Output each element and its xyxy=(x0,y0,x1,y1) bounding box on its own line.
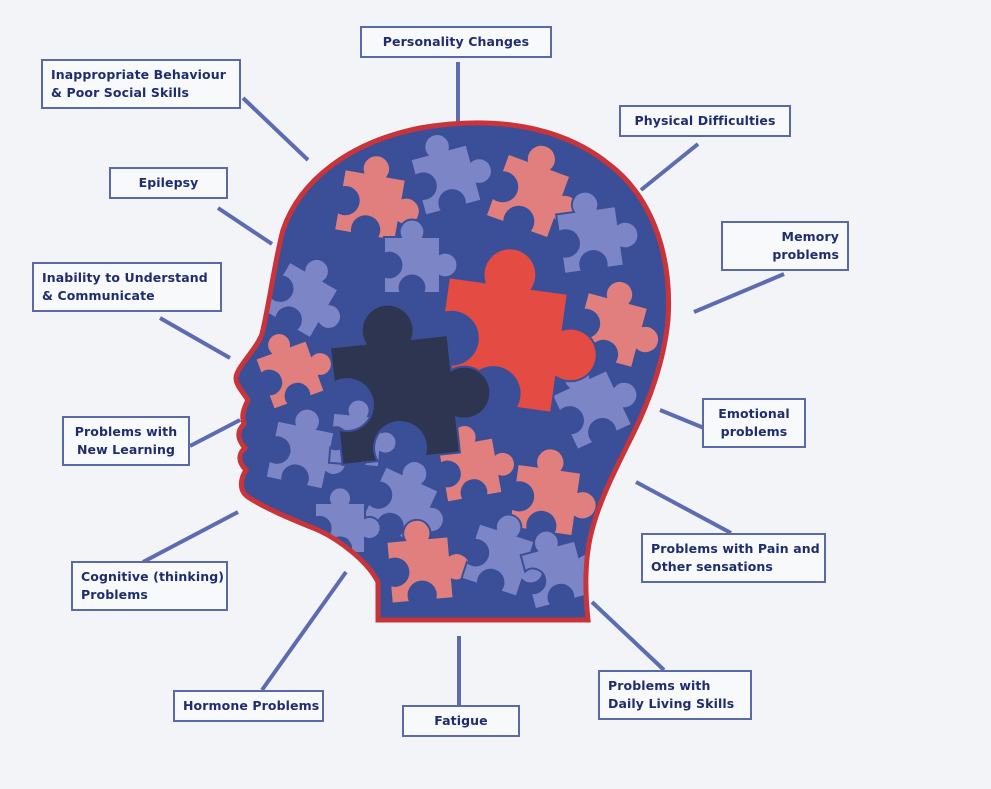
puzzle-pieces xyxy=(254,133,661,611)
label-physical-difficulties: Physical Difficulties xyxy=(619,105,791,138)
label-physical-line-1: Physical Difficulties xyxy=(634,113,776,128)
label-epilepsy: Epilepsy xyxy=(109,167,228,200)
connector-cognitive xyxy=(142,510,239,564)
label-inability-line-2: & Communicate xyxy=(42,288,155,304)
label-emotional-line-2: problems xyxy=(720,424,788,440)
puzzle-piece-4 xyxy=(554,190,640,276)
label-fatigue-line-1: Fatigue xyxy=(434,713,488,728)
label-hormone-line-1: Hormone Problems xyxy=(183,698,320,713)
label-new-learning-line-1: Problems with xyxy=(74,424,178,439)
label-inability-line-1: Inability to Understand xyxy=(42,270,208,285)
label-inappropriate-line-2: & Poor Social Skills xyxy=(51,85,190,101)
label-emotional-problems: Emotional problems xyxy=(702,398,806,449)
label-personality-line-1: Personality Changes xyxy=(382,34,530,49)
label-personality-changes: Personality Changes xyxy=(360,26,552,59)
label-cognitive-line-1: Cognitive (thinking) xyxy=(81,569,225,584)
puzzle-piece-14 xyxy=(385,518,472,605)
connector-lines xyxy=(142,62,785,706)
label-daily-living-skills: Problems with Daily Living Skills xyxy=(598,670,752,721)
label-hormone-problems: Hormone Problems xyxy=(173,690,324,723)
connector-epilepsy xyxy=(216,206,274,246)
puzzle-piece-11 xyxy=(507,447,598,538)
label-pain-line-1: Problems with Pain and xyxy=(651,541,820,556)
connector-inappropriate xyxy=(241,96,310,162)
puzzle-piece-7 xyxy=(570,279,661,370)
label-pain-line-2: Other sensations xyxy=(651,559,773,575)
connector-memory xyxy=(693,272,785,314)
label-pain-sensations: Problems with Pain and Other sensations xyxy=(641,533,826,584)
label-cognitive-problems: Cognitive (thinking) Problems xyxy=(71,561,228,612)
label-new-learning: Problems with New Learning xyxy=(62,416,190,467)
connector-emotional xyxy=(659,408,705,430)
label-memory-problems: Memory problems xyxy=(721,221,849,272)
puzzle-piece-8 xyxy=(254,332,333,411)
label-cognitive-line-2: Problems xyxy=(81,587,148,603)
connector-new-learning xyxy=(189,418,241,448)
label-daily-line-1: Problems with xyxy=(608,678,711,693)
puzzle-piece-9 xyxy=(264,407,348,491)
puzzle-piece-15 xyxy=(460,513,545,598)
central-navy-piece xyxy=(329,303,492,466)
label-inappropriate-behaviour: Inappropriate Behaviour & Poor Social Sk… xyxy=(41,59,241,110)
head-outline xyxy=(233,120,672,623)
puzzle-piece-2 xyxy=(409,133,493,217)
label-memory-line-1: Memory xyxy=(781,229,839,244)
connector-hormone xyxy=(260,570,348,692)
puzzle-piece-5 xyxy=(260,258,342,340)
connector-inability xyxy=(159,316,231,360)
label-inability-to-understand: Inability to Understand & Communicate xyxy=(32,262,222,313)
label-daily-line-2: Daily Living Skills xyxy=(608,696,735,712)
label-epilepsy-line-1: Epilepsy xyxy=(138,175,199,190)
connector-physical xyxy=(639,142,700,192)
label-fatigue: Fatigue xyxy=(402,705,520,738)
label-inappropriate-line-1: Inappropriate Behaviour xyxy=(51,67,226,82)
label-memory-line-2: problems xyxy=(772,247,839,263)
connector-daily-living xyxy=(590,600,666,672)
connector-pain xyxy=(635,480,732,535)
label-new-learning-line-2: New Learning xyxy=(76,442,176,458)
label-emotional-line-1: Emotional xyxy=(718,406,790,421)
puzzle-piece-6 xyxy=(383,218,459,294)
